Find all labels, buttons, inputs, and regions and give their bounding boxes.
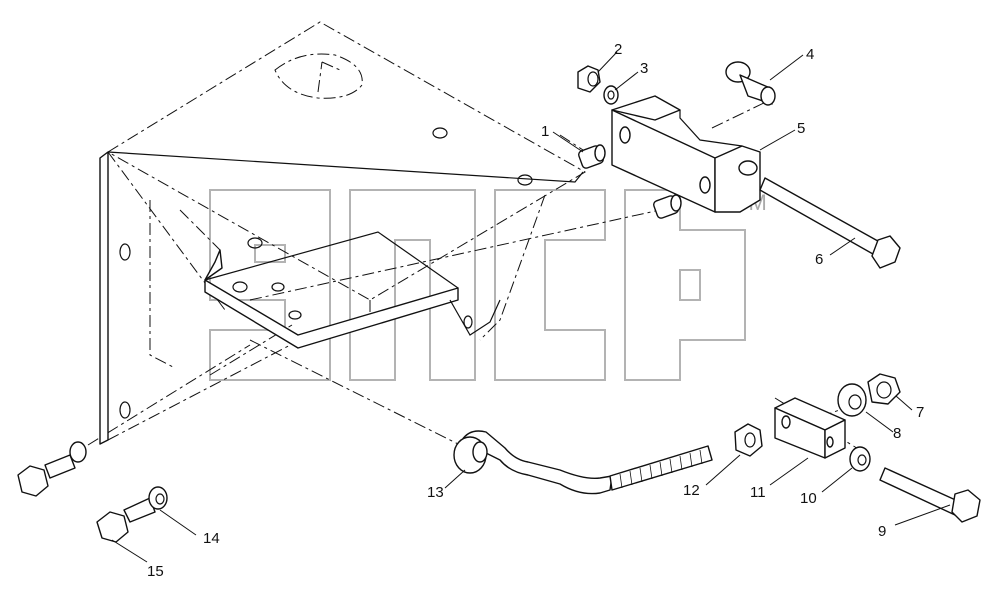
washer-right	[837, 383, 867, 417]
callout-4: 4	[806, 46, 814, 63]
callout-15: 15	[147, 563, 164, 580]
callout-9: 9	[878, 523, 886, 540]
callout-6: 6	[815, 251, 823, 268]
mounting-bracket	[99, 151, 584, 445]
pivot-bracket	[611, 95, 761, 213]
callout-7: 7	[916, 404, 924, 421]
nut-top	[577, 65, 601, 93]
eye-rod	[453, 430, 713, 495]
washer-lower	[849, 446, 871, 472]
jam-nut	[734, 423, 763, 457]
callout-2: 2	[614, 41, 622, 58]
washer-top	[603, 85, 619, 105]
bushing	[578, 144, 682, 219]
leader-lines	[111, 51, 951, 563]
callout-8: 8	[893, 425, 901, 442]
watermark-logo: TM	[209, 189, 767, 381]
callout-3: 3	[640, 60, 648, 77]
flanged-sleeve	[725, 61, 776, 106]
callout-12: 12	[683, 482, 700, 499]
callout-10: 10	[800, 490, 817, 507]
bolt-lower-right	[879, 467, 981, 523]
callout-13: 13	[427, 484, 444, 501]
nut-right	[867, 373, 901, 405]
callout-14: 14	[203, 530, 220, 547]
callout-5: 5	[797, 120, 805, 137]
callout-labels: 1 2 3 4 5 6 7 8 9 10 11 12 13 14 15	[147, 41, 924, 580]
clamp-block	[774, 397, 846, 459]
callout-1: 1	[541, 123, 549, 140]
bolt-left-upper	[17, 441, 87, 497]
bolt-left-lower	[96, 486, 168, 543]
callout-11: 11	[750, 484, 766, 501]
long-bolt	[759, 177, 901, 269]
